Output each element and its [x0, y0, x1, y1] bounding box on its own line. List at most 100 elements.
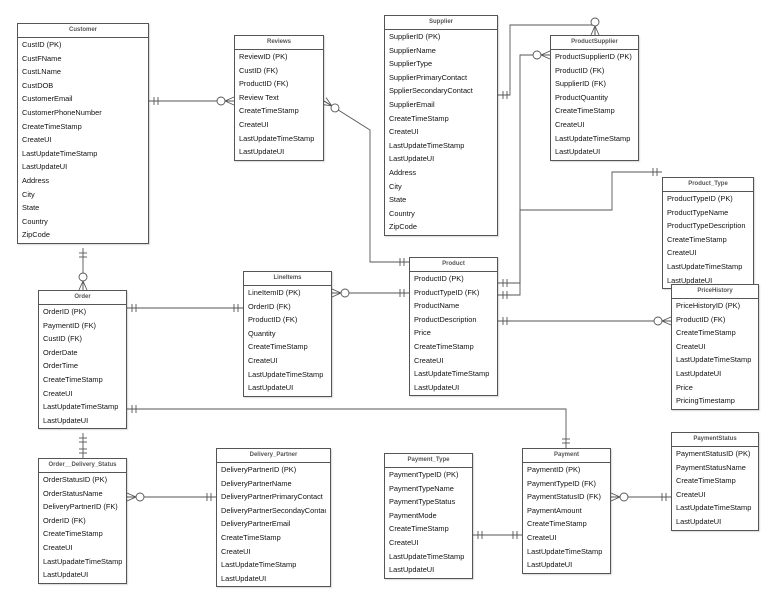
- entity-field: LastUpdateTimeStamp: [43, 402, 119, 412]
- entity-field: DeliveryPartnerPrimaryContact: [221, 492, 323, 502]
- entity-field: DeliveryPartnerName: [221, 478, 292, 488]
- entity-field: LastUpdateTimeStamp: [414, 369, 490, 379]
- entity-field: Address: [22, 175, 50, 185]
- entity-field: ProductTypeDescription: [667, 221, 746, 231]
- entity-field: LastUpdateTimeStamp: [239, 133, 315, 143]
- entity-field: SupplierName: [389, 45, 436, 55]
- entity-fields: PriceHistoryID (PK) ProductID (FK) CreateT…: [672, 299, 758, 408]
- entity-field: PaymentID (PK): [527, 465, 581, 474]
- crowfoot-mark: [224, 96, 235, 102]
- zero-mark: [340, 288, 350, 298]
- entity-field: Quantity: [248, 328, 276, 338]
- entity-field: City: [389, 181, 402, 191]
- entity-field: SupplierID (PK): [389, 32, 441, 41]
- entity-title: Order: [39, 291, 126, 305]
- entity-field: CreateTimeStamp: [676, 328, 736, 338]
- entity-field: CreateUI: [676, 489, 706, 499]
- entity-field: LastUpdateUI: [676, 516, 722, 526]
- crowfoot-mark: [126, 496, 137, 502]
- entity-field: LastUpdateUI: [22, 162, 68, 172]
- entity-field: CustID (PK): [22, 40, 62, 49]
- entity-title: Payment: [523, 449, 610, 463]
- entity-field: CustID (FK): [239, 65, 279, 75]
- entity-field: PricingTimestamp: [676, 396, 735, 406]
- entity-field: CreateTimeStamp: [248, 342, 308, 352]
- entity-field: DeliveryPartnerID (FK): [43, 502, 118, 512]
- entity-field: CreateUI: [667, 248, 697, 258]
- entity-field: LastUpdateTimeStamp: [389, 551, 465, 561]
- entity-field: Country: [22, 216, 48, 226]
- entity-fields: PaymentID (PK)PaymentTypeID (FK)PaymentS…: [523, 463, 610, 572]
- zero-mark: [532, 50, 542, 60]
- entity-field: OrderStatusName: [43, 488, 103, 498]
- entity-field: CreateTimeStamp: [389, 524, 449, 534]
- entity-field: PaymentID (FK): [43, 320, 96, 330]
- entity-field: LastUpdateUI: [667, 275, 713, 285]
- zero-mark: [330, 103, 340, 113]
- zero-mark: [135, 492, 145, 502]
- entity-field: PaymentTypeName: [389, 483, 454, 493]
- entity-field: OrderID (FK): [248, 301, 291, 311]
- entity-field: ZipCode: [389, 222, 417, 232]
- entity-field: ProductTypeID (PK): [667, 194, 733, 203]
- crowfoot-mark: [331, 292, 342, 298]
- entity-field: ReviewID (PK): [239, 52, 288, 61]
- zero-mark: [216, 96, 226, 106]
- entity-title: Delivery_Partner: [217, 449, 330, 463]
- entity-field: ProductTypeName: [667, 207, 729, 217]
- crowfoot-mark: [661, 316, 672, 322]
- entity-field: LastUpdateUI: [389, 565, 435, 575]
- entity-field: CustomerPhoneNumber: [22, 107, 102, 117]
- entity-field: CreateUI: [43, 388, 73, 398]
- entity-field: LastUpdateUI: [221, 573, 267, 583]
- entity-field: LastUpdateUI: [389, 154, 435, 164]
- entity-title: Product_Type: [663, 178, 753, 192]
- entity-title: Reviews: [235, 36, 323, 50]
- entity-field: LastUpdateTimeStamp: [221, 560, 297, 570]
- crowfoot-mark: [224, 100, 235, 106]
- entity-field: LastUpdateUI: [555, 147, 601, 157]
- entity-field: ProductID (FK): [676, 314, 726, 324]
- entity-title: ProductSupplier: [551, 36, 638, 50]
- entity-field: CreateUI: [389, 127, 419, 137]
- entity-field: LastUpdateTimeStamp: [248, 369, 324, 379]
- crowfoot-mark: [610, 496, 621, 502]
- zero-mark: [590, 17, 600, 27]
- entity-field: LastUpdateUI: [527, 560, 573, 570]
- crowfoot-mark: [540, 50, 551, 56]
- entity-field: LastUpdateUI: [43, 415, 89, 425]
- entity-field: CreateUI: [43, 542, 73, 552]
- entity-field: LastUpdateTimeStamp: [676, 355, 752, 365]
- entity-field: ProductTypeID (FK): [414, 287, 480, 297]
- entity-field: Price: [414, 328, 431, 338]
- entity-field: City: [22, 189, 35, 199]
- entity-title: LineItems: [244, 272, 331, 286]
- entity-field: Review Text: [239, 92, 279, 102]
- entity-field: PaymentStatusName: [676, 462, 746, 472]
- entity-field: LastUpdateTimeStamp: [527, 546, 603, 556]
- crowfoot-mark: [610, 492, 621, 498]
- entity-field: PriceHistoryID (PK): [676, 301, 741, 310]
- zero-mark: [619, 492, 629, 502]
- entity-field: PaymentTypeStatus: [389, 497, 456, 507]
- entity-field: State: [22, 203, 40, 213]
- entity-field: CreateTimeStamp: [389, 113, 449, 123]
- entity-field: CreateUI: [221, 546, 251, 556]
